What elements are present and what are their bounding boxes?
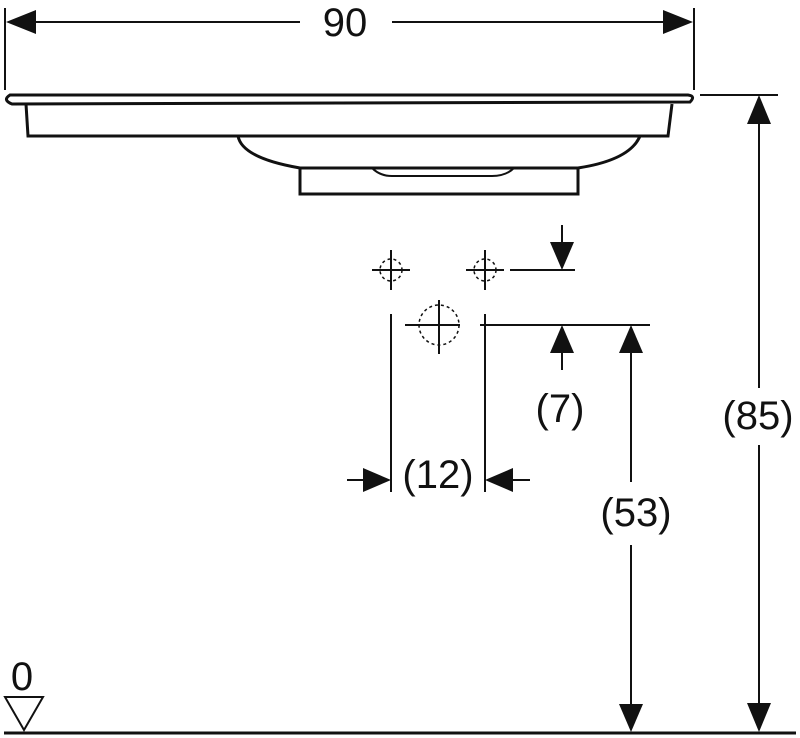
width-dimension: 90 — [4, 1, 695, 90]
level-triangle-icon — [3, 696, 45, 733]
overall-height-label: (85) — [722, 394, 793, 438]
tap-offset-dimension: (7) — [480, 225, 650, 431]
overall-height-arrowhead-top — [747, 95, 771, 124]
overall-height-arrowhead-bottom — [747, 703, 771, 732]
tap-spacing-arrowhead-left — [363, 468, 391, 492]
basin-drain-recess — [371, 167, 515, 177]
washbasin-profile — [5, 93, 695, 196]
tap-offset-arrowhead-top — [550, 242, 574, 270]
basin-base — [298, 168, 580, 196]
floor-level-label: 0 — [11, 655, 33, 699]
tap-hole-left — [372, 250, 410, 290]
width-arrowhead-right — [663, 10, 693, 34]
outlet-height-arrowhead-top — [619, 325, 643, 353]
tap-spacing-dimension: (12) — [347, 314, 530, 497]
width-label: 90 — [323, 1, 368, 45]
floor-level: 0 — [3, 655, 796, 735]
outlet-height-arrowhead-bottom — [619, 704, 643, 732]
outlet-point — [405, 300, 460, 354]
tap-spacing-arrowhead-right — [485, 468, 513, 492]
basin-rim — [5, 93, 695, 106]
overall-height-dimension: (85) — [700, 94, 794, 732]
tap-spacing-label: (12) — [402, 453, 473, 497]
outlet-height-label: (53) — [600, 491, 671, 535]
tap-offset-arrowhead-bottom — [550, 325, 574, 353]
basin-bowl — [24, 103, 674, 138]
outlet-height-dimension: (53) — [600, 325, 672, 732]
tap-offset-label: (7) — [536, 387, 585, 431]
tap-hole-right — [466, 250, 504, 290]
width-arrowhead-left — [6, 10, 36, 34]
basin-underside — [236, 135, 642, 170]
